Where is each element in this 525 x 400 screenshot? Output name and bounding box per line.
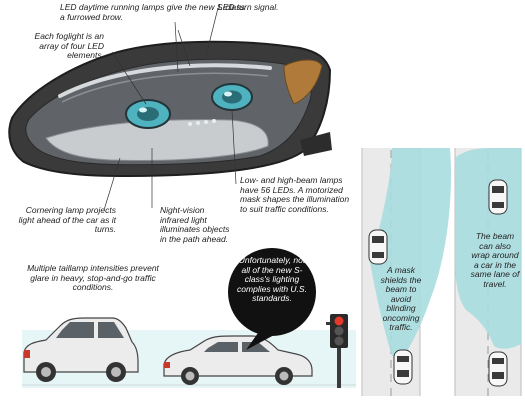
speech-bubble [228, 248, 316, 350]
leading-car-right-road [488, 179, 508, 215]
leader-lines [103, 7, 237, 211]
traffic-light-illustration [326, 314, 348, 388]
own-car-left-road [393, 349, 413, 385]
street-scene [22, 248, 356, 388]
suv-illustration [23, 317, 139, 382]
callout-drl: LED daytime running lamps give the new S… [60, 2, 245, 22]
headlamp-assembly [8, 40, 332, 178]
road-diagrams [361, 148, 522, 396]
callout-mask-shield: A mask shields the beam to avoid blindin… [380, 265, 422, 332]
callout-foglight: Each foglight is an array of four LED el… [34, 31, 104, 60]
callout-taillamp: Multiple taillamp intensities prevent gl… [27, 263, 159, 292]
callout-turn-signal: LED turn signal. [218, 2, 279, 12]
sedan-illustration [163, 335, 313, 385]
oncoming-car-left-road [368, 229, 388, 265]
callout-beams: Low- and high-beam lamps have 56 LEDs. A… [240, 175, 350, 214]
callout-night-vision: Night-vision infrared light illuminates … [160, 205, 230, 244]
own-car-right-road [488, 351, 508, 387]
callout-cornering: Cornering lamp projects light ahead of t… [18, 205, 116, 234]
callout-beam-wrap: The beam can also wrap around a car in t… [470, 231, 520, 289]
callout-us-standards: Unfortunately, not all of the new S-clas… [237, 255, 307, 303]
